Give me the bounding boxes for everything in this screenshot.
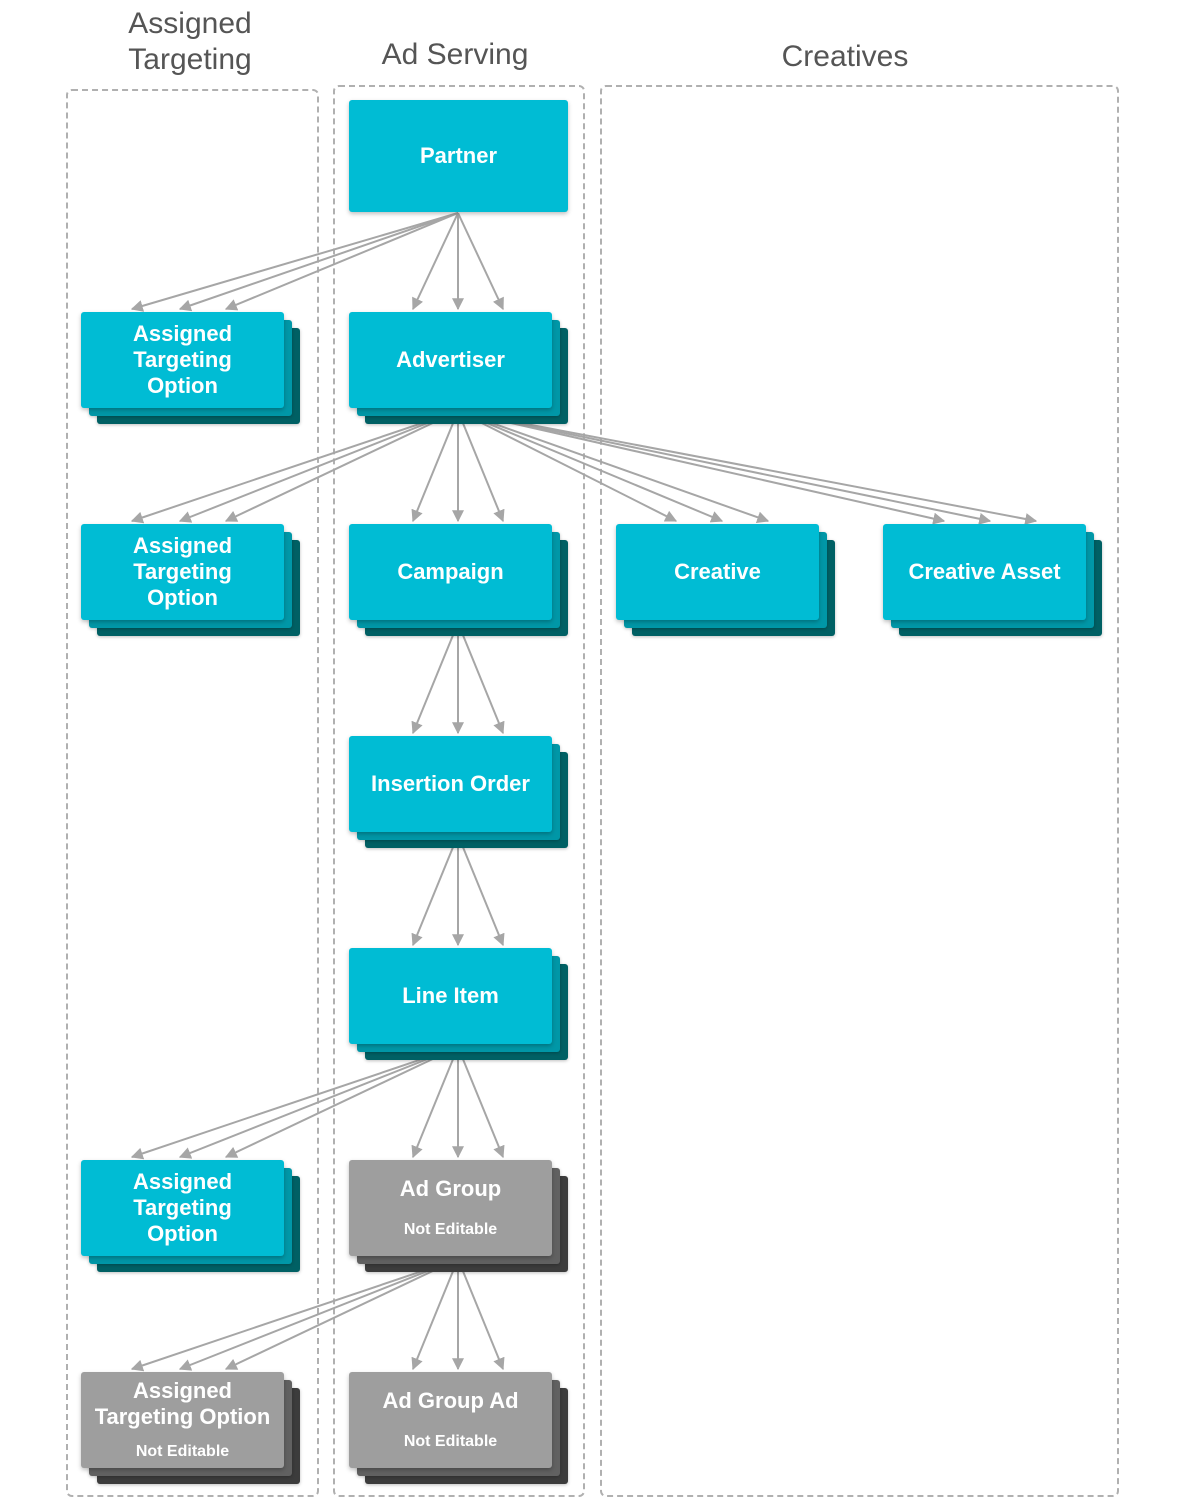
node-ad-group: Ad Group Not Editable bbox=[349, 1160, 568, 1272]
node-campaign: Campaign bbox=[349, 524, 568, 636]
node-ad-group-label: Ad Group bbox=[399, 1176, 502, 1201]
node-creative-label: Creative bbox=[674, 559, 761, 584]
column-title-ad-serving: Ad Serving bbox=[381, 38, 529, 71]
group-ad-serving bbox=[333, 85, 585, 1497]
node-ad-group-note: Not Editable bbox=[403, 1221, 498, 1238]
node-ato-line-item: Assigned Targeting Option bbox=[81, 1160, 300, 1272]
node-line-item: Line Item bbox=[349, 948, 568, 1060]
node-ato-advertiser: Assigned Targeting Option bbox=[81, 312, 300, 424]
node-creative: Creative bbox=[616, 524, 835, 636]
node-creative-asset: Creative Asset bbox=[883, 524, 1102, 636]
node-line-item-label: Line Item bbox=[402, 983, 499, 1008]
node-ad-group-ad-label: Ad Group Ad bbox=[382, 1388, 519, 1413]
node-advertiser-label: Advertiser bbox=[396, 347, 505, 372]
column-title-creatives: Creatives bbox=[781, 40, 909, 73]
node-ato-advertiser-label: Assigned Targeting Option bbox=[132, 321, 233, 398]
node-campaign-label: Campaign bbox=[397, 559, 504, 584]
node-ato-ad-group: Assigned Targeting Option Not Editable bbox=[81, 1372, 300, 1484]
node-ad-group-ad-note: Not Editable bbox=[403, 1433, 498, 1450]
node-creative-asset-label: Creative Asset bbox=[908, 559, 1061, 584]
node-partner: Partner bbox=[349, 100, 568, 212]
node-advertiser: Advertiser bbox=[349, 312, 568, 424]
node-ato-line-item-label: Assigned Targeting Option bbox=[132, 1169, 233, 1246]
node-insertion-order-label: Insertion Order bbox=[371, 771, 530, 796]
group-assigned-targeting bbox=[66, 89, 319, 1497]
node-ato-ad-group-note: Not Editable bbox=[135, 1443, 230, 1460]
node-insertion-order: Insertion Order bbox=[349, 736, 568, 848]
node-ad-group-ad: Ad Group Ad Not Editable bbox=[349, 1372, 568, 1484]
node-ato-campaign-label: Assigned Targeting Option bbox=[132, 533, 233, 610]
column-title-assigned-targeting: Assigned Targeting bbox=[128, 7, 252, 76]
group-creatives bbox=[600, 85, 1119, 1497]
node-ato-campaign: Assigned Targeting Option bbox=[81, 524, 300, 636]
node-partner-card: Partner bbox=[349, 100, 568, 212]
node-ato-ad-group-label: Assigned Targeting Option bbox=[94, 1378, 271, 1429]
node-partner-label: Partner bbox=[419, 143, 498, 168]
